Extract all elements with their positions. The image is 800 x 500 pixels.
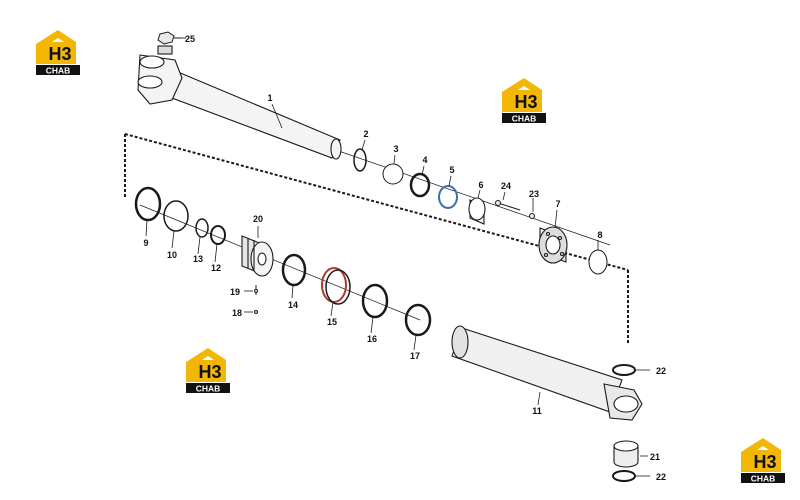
part-ring-9 xyxy=(134,186,162,222)
part-ring-4 xyxy=(409,172,431,198)
part-callout-19: 19 xyxy=(230,287,240,297)
part-ring-3 xyxy=(382,163,404,185)
part-callout-2: 2 xyxy=(363,129,368,139)
part-piston-rod xyxy=(137,45,342,160)
part-cylinder-barrel xyxy=(451,325,643,421)
part-cylinder-head xyxy=(538,226,568,264)
logo-caption: CHAB xyxy=(46,66,71,76)
part-piston xyxy=(241,235,274,277)
part-callout-20: 20 xyxy=(253,214,263,224)
part-ring-17 xyxy=(404,303,432,337)
part-callout-7: 7 xyxy=(555,199,560,209)
logo-caption: CHAB xyxy=(196,384,221,394)
part-callout-3: 3 xyxy=(393,144,398,154)
part-callout-10: 10 xyxy=(167,250,177,260)
logo-roof-icon xyxy=(186,348,226,382)
part-callout-18: 18 xyxy=(232,308,242,318)
part-callout-24: 24 xyxy=(501,181,511,191)
part-pin-18 xyxy=(254,310,258,314)
part-callout-16: 16 xyxy=(367,334,377,344)
logo-caption: CHAB xyxy=(751,474,776,484)
part-ring-22-top xyxy=(612,364,636,376)
part-bearing-bushing xyxy=(613,440,639,468)
leader-lines xyxy=(145,37,650,477)
part-callout-labels: 1234567891011121314151617181920212222232… xyxy=(143,34,666,482)
part-small-screw xyxy=(529,213,535,219)
logo-letters: H3 xyxy=(753,452,776,472)
part-ring-14 xyxy=(281,253,307,287)
part-callout-4: 4 xyxy=(422,155,427,165)
part-callout-21: 21 xyxy=(650,452,660,462)
part-callout-22: 22 xyxy=(656,366,666,376)
part-callout-15: 15 xyxy=(327,317,337,327)
part-ring-22-bottom xyxy=(612,470,636,482)
part-callout-22: 22 xyxy=(656,472,666,482)
part-ring-13 xyxy=(195,218,209,238)
part-callout-25: 25 xyxy=(185,34,195,44)
assembly-axis-line xyxy=(329,147,611,246)
part-callout-11: 11 xyxy=(532,406,542,416)
logo-roof-icon xyxy=(741,438,781,472)
part-callout-14: 14 xyxy=(288,300,298,310)
logo-roof-icon xyxy=(36,30,76,64)
logo-letters: H3 xyxy=(514,92,537,112)
part-ring-10 xyxy=(163,200,189,232)
part-callout-6: 6 xyxy=(478,180,483,190)
assembly-axis-line-lower xyxy=(139,204,421,321)
part-callout-8: 8 xyxy=(597,230,602,240)
part-ring-5 xyxy=(438,185,458,209)
part-callout-13: 13 xyxy=(193,254,203,264)
part-disc-8 xyxy=(588,249,608,275)
part-pin-19 xyxy=(254,285,258,295)
assembly-dashed-frame xyxy=(124,133,629,345)
logo-caption: CHAB xyxy=(512,114,537,124)
part-ring-2 xyxy=(353,148,367,172)
logo-letters: H3 xyxy=(48,44,71,64)
part-ring-16 xyxy=(361,283,389,319)
logo-roof-icon xyxy=(502,78,542,112)
part-callout-23: 23 xyxy=(529,189,539,199)
part-callout-5: 5 xyxy=(449,165,454,175)
part-bushing xyxy=(468,197,486,225)
part-callout-9: 9 xyxy=(143,238,148,248)
part-callout-17: 17 xyxy=(410,351,420,361)
part-bolt xyxy=(495,200,521,211)
part-ring-15 xyxy=(321,267,351,305)
part-callout-12: 12 xyxy=(211,263,221,273)
part-callout-1: 1 xyxy=(267,93,272,103)
part-ring-12 xyxy=(210,225,226,245)
logo-letters: H3 xyxy=(198,362,221,382)
